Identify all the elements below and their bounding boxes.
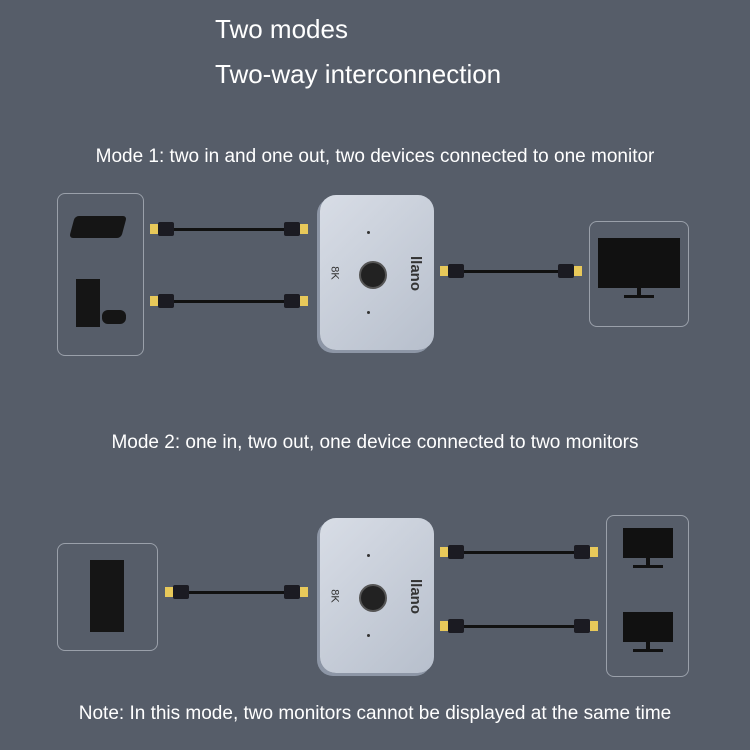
subtitle: Two-way interconnection	[215, 59, 502, 89]
hdmi-cable	[440, 544, 598, 560]
mode1-caption: Mode 1: two in and one out, two devices …	[95, 146, 655, 167]
monitor-icon	[623, 528, 673, 568]
game-console-icon	[76, 279, 100, 327]
gamepad-icon	[102, 310, 126, 324]
mode2-caption: Mode 2: one in, two out, one device conn…	[111, 432, 639, 453]
brand-label: llano	[407, 578, 425, 615]
set-top-box-icon	[69, 216, 127, 238]
title: Two modes	[215, 14, 348, 44]
switch-button	[359, 584, 387, 612]
hdmi-switch: llano 8K	[320, 518, 434, 673]
pc-tower-icon	[90, 560, 124, 632]
resolution-label: 8K	[328, 266, 341, 280]
hdmi-cable	[150, 293, 308, 309]
hdmi-cable	[440, 263, 582, 279]
brand-label: llano	[407, 255, 425, 292]
pc-frame	[57, 543, 158, 651]
switch-button	[359, 261, 387, 289]
source-devices-frame	[57, 193, 144, 356]
hdmi-switch: llano 8K	[320, 195, 434, 350]
resolution-label: 8K	[328, 589, 341, 603]
monitors-frame	[606, 515, 689, 677]
hdmi-cable	[440, 618, 598, 634]
monitor-icon	[623, 612, 673, 652]
hdmi-cable	[150, 221, 308, 237]
monitor-frame	[589, 221, 689, 327]
hdmi-cable	[165, 584, 308, 600]
monitor-icon	[598, 238, 680, 298]
note: Note: In this mode, two monitors cannot …	[78, 703, 672, 724]
